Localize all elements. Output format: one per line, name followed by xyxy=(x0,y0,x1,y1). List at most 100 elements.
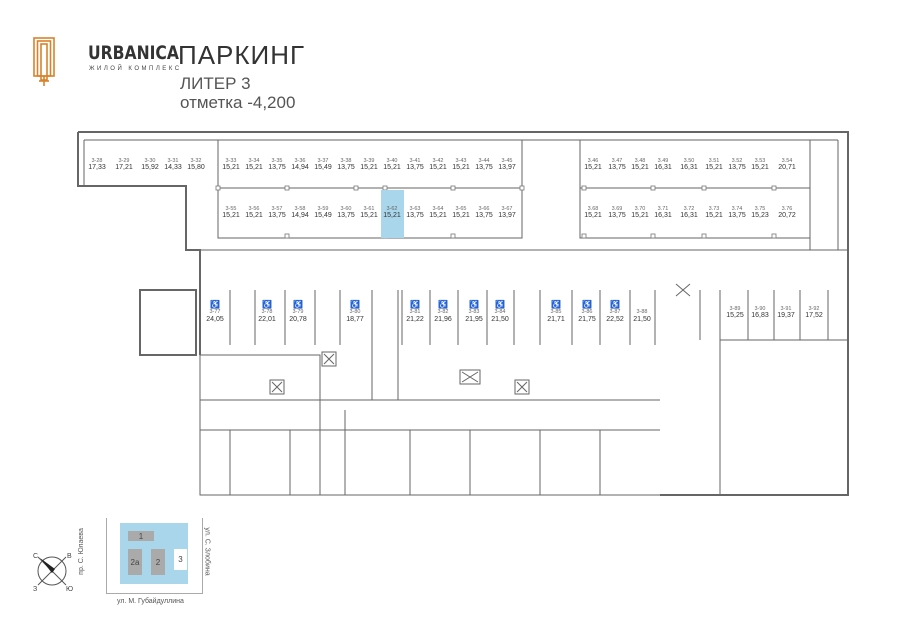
wheelchair-icon: ♿ xyxy=(293,300,303,309)
spot-area: 15,21 xyxy=(631,212,649,220)
spot-area: 14,33 xyxy=(164,164,182,172)
wheelchair-icon: ♿ xyxy=(469,300,479,309)
spot-area: 15,21 xyxy=(452,212,470,220)
spot-area: 13,75 xyxy=(608,212,626,220)
spot-area: 13,75 xyxy=(475,164,493,172)
spot-number: 3-83 xyxy=(468,309,480,316)
spot-area: 15,25 xyxy=(726,312,744,320)
spot-number: 3-32 xyxy=(190,158,202,164)
spot-area: 15,21 xyxy=(360,164,378,172)
spot-area: 21,71 xyxy=(547,315,565,323)
block-3: 3 xyxy=(174,549,187,570)
spot-number: 3-28 xyxy=(91,158,103,164)
street-east: ул. С. Злобина xyxy=(203,527,211,576)
spot-area: 15,21 xyxy=(631,164,649,172)
spot-number: 3.71 xyxy=(657,206,669,212)
spot-area: 13,75 xyxy=(728,164,746,172)
spot-number: 3-62 xyxy=(386,206,398,212)
wheelchair-icon: ♿ xyxy=(210,300,220,309)
spot-number: 3-31 xyxy=(167,158,179,164)
spot-area: 20,71 xyxy=(778,164,796,172)
spot-area: 13,75 xyxy=(728,212,746,220)
spot-number: 3-29 xyxy=(118,158,130,164)
spot-number: 3-58 xyxy=(294,206,306,212)
wheelchair-icon: ♿ xyxy=(350,300,360,309)
spot-number: 3-84 xyxy=(494,309,506,316)
spot-area: 13,97 xyxy=(498,212,516,220)
spot-number: 3.48 xyxy=(634,158,646,164)
spot-area: 13,75 xyxy=(608,164,626,172)
compass-east: В xyxy=(67,553,72,560)
spot-number: 3-30 xyxy=(144,158,156,164)
spot-area: 21,50 xyxy=(633,315,651,323)
spot-number: 3.73 xyxy=(708,206,720,212)
spot-area: 15,21 xyxy=(222,164,240,172)
